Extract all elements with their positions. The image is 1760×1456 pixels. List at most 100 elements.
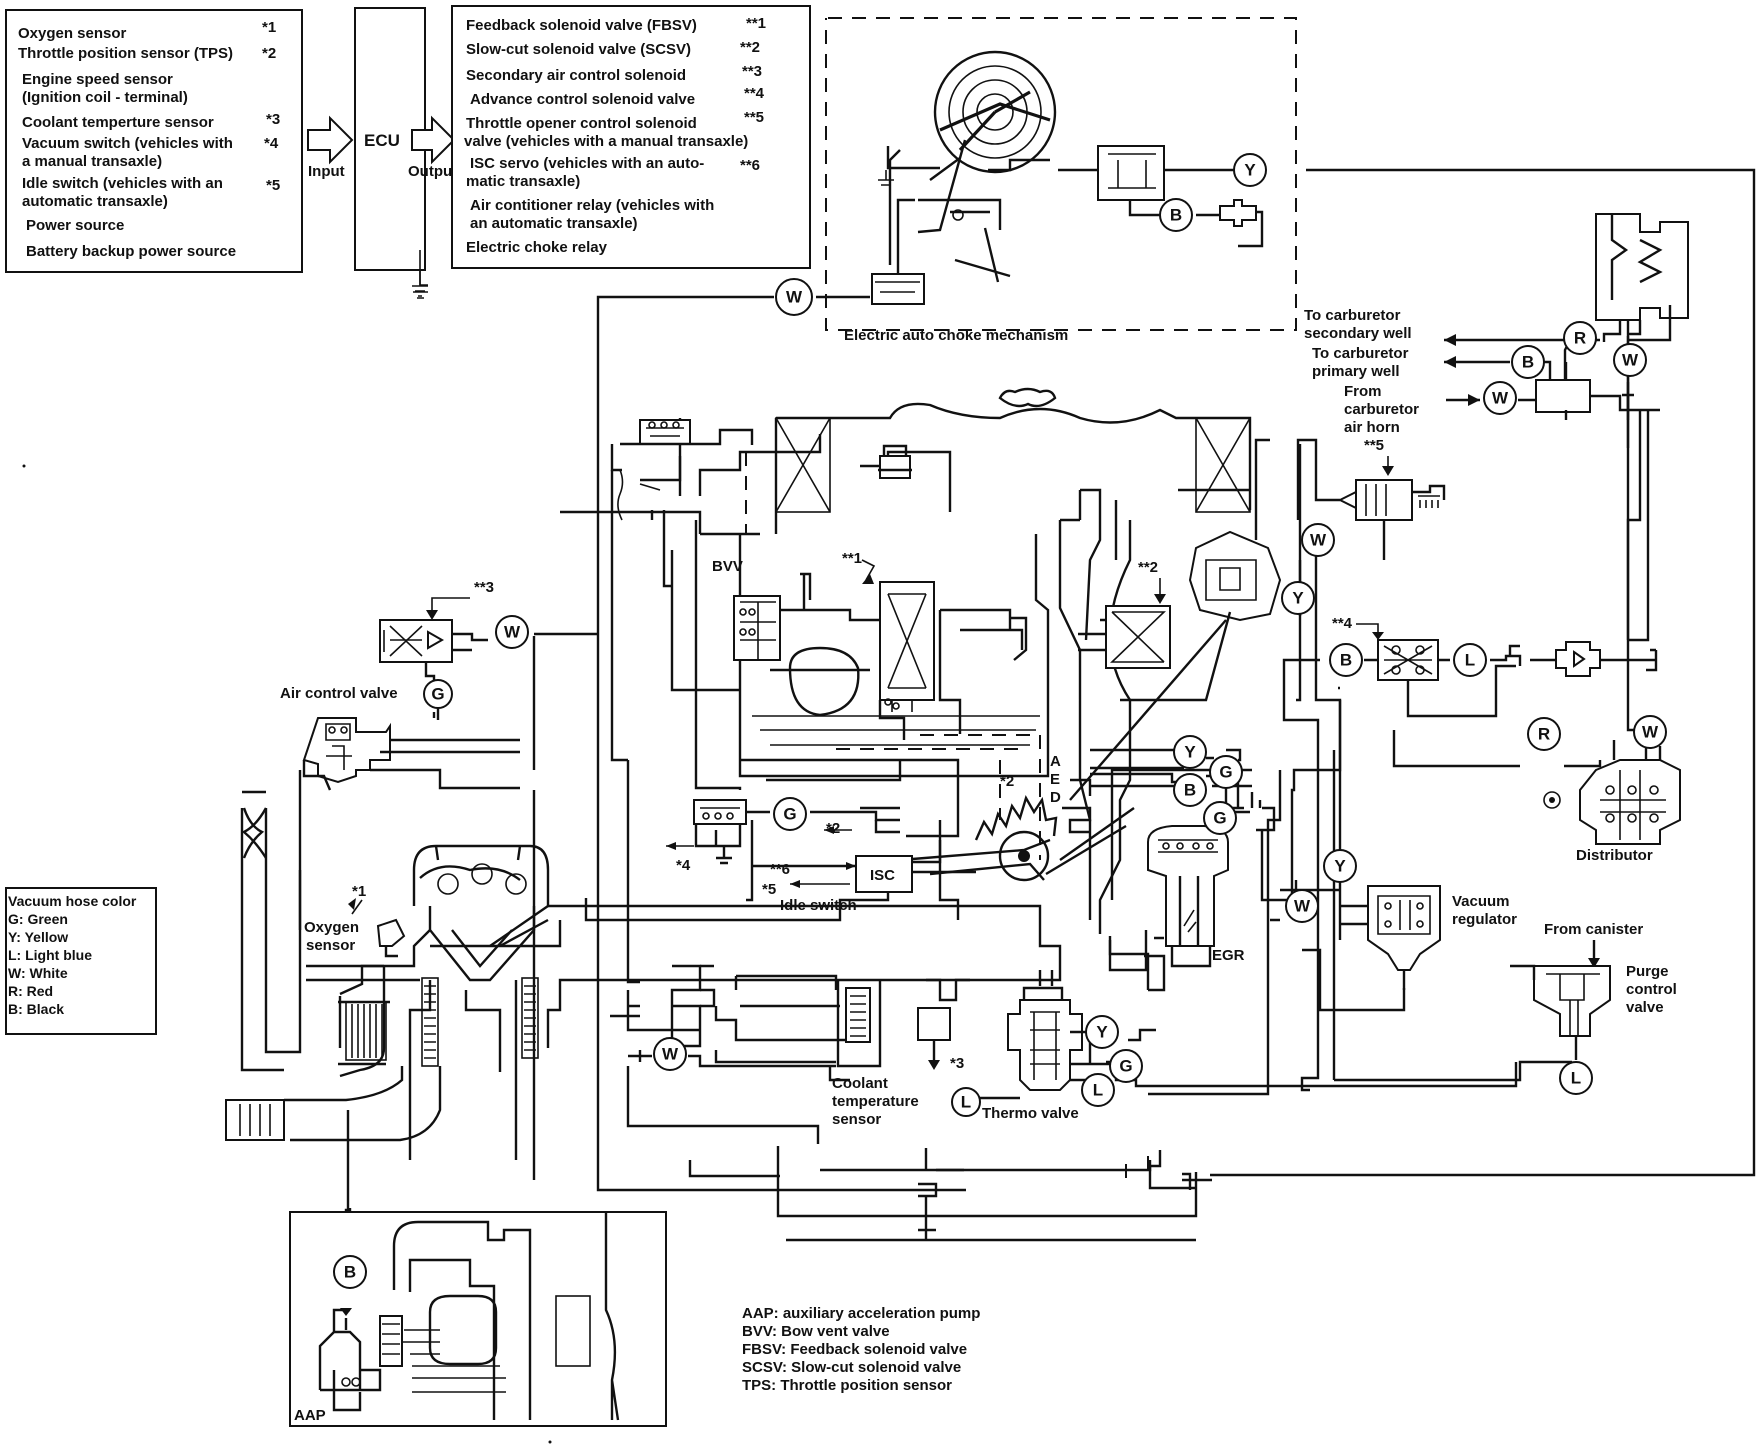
svg-text:G: G: [783, 805, 796, 824]
ref-advance-solenoid: **4: [1332, 615, 1353, 632]
output-ref: **2: [740, 39, 760, 56]
hose-tag-w: W: [495, 615, 529, 649]
abbreviation: SCSV: Slow-cut solenoid valve: [742, 1359, 961, 1376]
egr-valve-icon: [1147, 825, 1229, 968]
svg-text:B: B: [1340, 651, 1352, 670]
scsv-icon: [1078, 605, 1171, 669]
hose-tag-b: B: [333, 1255, 367, 1289]
pull-off-diaphragm-icon: [1595, 213, 1689, 410]
output-item: Slow-cut solenoid valve (SCSV): [466, 41, 691, 58]
hose-tag-l: L: [1081, 1073, 1115, 1107]
legend-item: B: Black: [8, 1001, 64, 1017]
output-item: Advance control solenoid valve: [470, 91, 695, 108]
ref-vacuum-switch: *4: [676, 857, 691, 874]
exhaust-manifold-icon: [225, 964, 539, 1142]
coolant-sensor-label: temperature: [832, 1093, 919, 1110]
input-ref: *5: [266, 177, 280, 194]
ref-tps-arrow-label: *2: [826, 820, 840, 837]
svg-text:W: W: [1294, 897, 1311, 916]
svg-text:B: B: [1184, 781, 1196, 800]
advance-solenoid-icon: [1364, 639, 1516, 718]
output-item: Air contitioner relay (vehicles with: [470, 197, 714, 214]
hose-tag-y: Y: [1173, 735, 1207, 769]
ref-scsv: **2: [1138, 559, 1158, 576]
electric-choke-label: Electric auto choke mechanism: [844, 327, 1068, 344]
choke-relay-icon: [988, 145, 1264, 248]
input-ref: *4: [264, 135, 279, 152]
input-item: (Ignition coil - terminal): [22, 89, 188, 106]
oxygen-sensor-icon: [376, 918, 406, 958]
choke-solenoid-icon: [871, 198, 925, 305]
output-item: Throttle opener control solenoid: [466, 115, 697, 132]
hose-tag-g: G: [773, 797, 807, 831]
bvv-icon: [733, 572, 880, 661]
ref-throttle-opener: **5: [1364, 437, 1384, 454]
svg-text:Y: Y: [1334, 857, 1346, 876]
svg-text:G: G: [1213, 809, 1226, 828]
svg-text:W: W: [1642, 723, 1659, 742]
hose-tag-w: W: [1613, 343, 1647, 377]
input-ref: *3: [266, 111, 280, 128]
hose-tag-w: W: [1301, 523, 1335, 557]
outputs-list: Feedback solenoid valve (FBSV) **1 Slow-…: [464, 15, 766, 256]
choke-coil-icon: [888, 50, 1057, 283]
svg-text:W: W: [1492, 389, 1509, 408]
output-label: Output: [408, 163, 457, 180]
input-item: Battery backup power source: [26, 243, 236, 260]
legend-item: W: White: [8, 965, 68, 981]
hose-tag-y: Y: [1085, 1015, 1119, 1049]
ref-coolant-sensor: *3: [950, 1055, 964, 1072]
input-item: Engine speed sensor: [22, 71, 173, 88]
oxygen-sensor-label: Oxygen: [304, 919, 359, 936]
legend-item: Y: Yellow: [8, 929, 68, 945]
svg-text:B: B: [1522, 353, 1534, 372]
input-item: Coolant temperture sensor: [22, 114, 214, 131]
svg-text:W: W: [662, 1045, 679, 1064]
input-item: Power source: [26, 217, 124, 234]
hose-tag-w: W: [1483, 381, 1517, 415]
choke-dashed-box: [825, 17, 1297, 331]
isc-label: ISC: [870, 867, 895, 884]
to-secondary-label: secondary well: [1304, 325, 1412, 342]
hose-tag-w: W: [775, 278, 813, 316]
tps-sensor-icon: [693, 799, 770, 848]
hose-tag-g: G: [1203, 801, 1237, 835]
port-d-label: D: [1050, 789, 1061, 806]
svg-text:W: W: [786, 288, 803, 307]
distributor-icon: [1543, 740, 1681, 845]
hose-tag-b: B: [1329, 643, 1363, 677]
egr-label: EGR: [1212, 947, 1245, 964]
purge-valve-label: Purge: [1626, 963, 1669, 980]
carburetor-outline: [560, 387, 1252, 934]
tps-gear-icon: [899, 794, 1135, 882]
input-label: Input: [308, 163, 345, 180]
air-control-valve-label: Air control valve: [280, 685, 398, 702]
output-ref: **5: [744, 109, 764, 126]
from-airhorn-label: air horn: [1344, 419, 1400, 436]
purge-valve-label: valve: [1626, 999, 1664, 1016]
bvv-label: BVV: [712, 558, 743, 575]
hose-tag-w: W: [1633, 715, 1667, 749]
hose-tag-w: W: [1285, 889, 1319, 923]
aap-label: AAP: [294, 1407, 326, 1424]
svg-text:L: L: [1465, 651, 1475, 670]
hose-tag-g: G: [1209, 755, 1243, 789]
to-primary-label: primary well: [1312, 363, 1400, 380]
ref-air-solenoid: **3: [474, 579, 494, 596]
output-item: matic transaxle): [466, 173, 580, 190]
vacuum-regulator-label: Vacuum: [1452, 893, 1510, 910]
air-intake-icon: [241, 790, 268, 859]
svg-text:B: B: [1170, 206, 1182, 225]
inputs-list: Oxygen sensor *1 Throttle position senso…: [18, 19, 280, 260]
hose-tag-l: L: [1453, 643, 1487, 677]
svg-text:W: W: [1310, 531, 1327, 550]
vacuum-regulator-label: regulator: [1452, 911, 1517, 928]
legend-item: L: Light blue: [8, 947, 92, 963]
hose-tag-b: B: [1159, 198, 1193, 232]
airhorn-valve-icon: [1535, 338, 1660, 413]
output-item: an automatic transaxle): [470, 215, 638, 232]
secondary-air-solenoid-icon: [379, 619, 488, 682]
svg-text:W: W: [504, 623, 521, 642]
legend-title: Vacuum hose color: [8, 893, 137, 909]
input-item: Throttle position sensor (TPS): [18, 45, 233, 62]
